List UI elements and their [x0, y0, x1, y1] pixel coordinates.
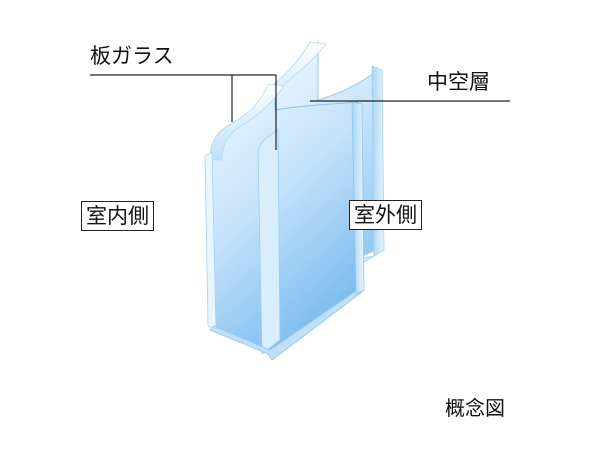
glass-pane-front-top-edge	[209, 83, 285, 161]
plate-glass-label: 板ガラス	[90, 44, 174, 68]
outdoor-side-label: 室外側	[349, 200, 422, 230]
glass-pane-front	[204, 82, 365, 361]
caption-conceptual-diagram: 概念図	[445, 396, 505, 420]
leader-line-plate-glass	[90, 74, 277, 150]
indoor-side-label: 室内側	[81, 201, 154, 231]
leader-lines	[90, 74, 510, 150]
glass-pane-front-right-edge	[351, 101, 365, 295]
glass-pane-front-inner-edge	[257, 129, 281, 355]
air-layer-label: 中空層	[427, 70, 490, 94]
